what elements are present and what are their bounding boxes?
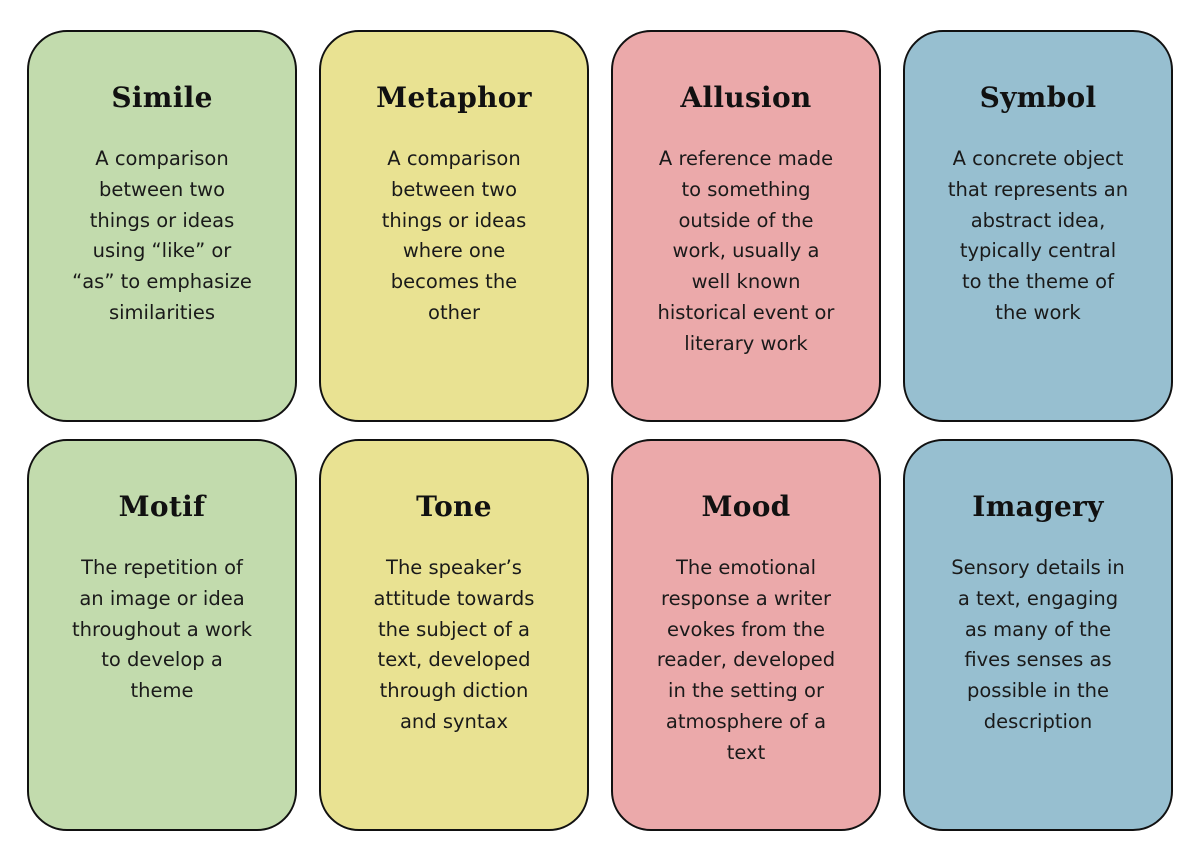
- description-line: The speaker’s: [386, 556, 522, 579]
- description-line: evokes from the: [667, 617, 825, 641]
- description-line: using “like” or: [92, 239, 232, 263]
- card-imagery: Imagery Sensory details in a text, engagi…: [903, 439, 1173, 831]
- card-title: Simile: [111, 81, 213, 114]
- description-line: the subject of a: [377, 617, 531, 641]
- description-line: outside of the: [678, 208, 814, 232]
- description-line: atmosphere of a: [665, 709, 827, 733]
- card-title: Motif: [118, 490, 206, 523]
- description-line: an image or idea: [79, 586, 245, 610]
- card-title: Symbol: [979, 81, 1097, 114]
- term-card-grid: Simile A comparison between two things or …: [27, 30, 1175, 832]
- description-line: theme: [130, 679, 194, 703]
- description-line: A reference made: [658, 147, 834, 170]
- description-line: between two: [390, 177, 518, 201]
- card-tone: Tone The speaker’s attitude towards the su…: [319, 439, 589, 831]
- description-line: The repetition of: [81, 556, 243, 579]
- description-line: a text, engaging: [957, 586, 1119, 610]
- card-description: A comparison between two things or ideas us…: [57, 144, 267, 329]
- description-line: and syntax: [399, 709, 509, 733]
- description-line: to the theme of: [962, 270, 1114, 294]
- description-line: possible in the: [966, 679, 1109, 703]
- description-line: A comparison: [95, 147, 229, 170]
- description-line: things or ideas: [381, 208, 527, 232]
- card-description: Sensory details in a text, engaging as man…: [933, 553, 1143, 738]
- card-description: The repetition of an image or idea through…: [57, 553, 267, 707]
- description-line: throughout a work: [71, 617, 253, 641]
- description-line: well known: [691, 270, 801, 294]
- description-line: similarities: [108, 300, 215, 324]
- card-title: Allusion: [680, 81, 812, 114]
- description-line: things or ideas: [89, 208, 235, 232]
- description-line: through diction: [379, 679, 529, 703]
- card-description: A comparison between two things or ideas wh…: [349, 144, 559, 329]
- description-line: abstract idea,: [970, 208, 1106, 232]
- card-title: Mood: [701, 490, 791, 523]
- description-line: between two: [98, 177, 226, 201]
- description-line: in the setting or: [668, 679, 824, 703]
- description-line: to develop a: [101, 648, 223, 672]
- description-line: description: [983, 709, 1093, 733]
- card-description: The speaker’s attitude towards the subject…: [349, 553, 559, 738]
- card-title: Imagery: [972, 490, 1104, 523]
- description-line: attitude towards: [373, 586, 535, 610]
- description-line: “as” to emphasize: [72, 270, 252, 294]
- card-allusion: Allusion A reference made to something out…: [611, 30, 881, 422]
- description-line: The emotional: [675, 556, 817, 579]
- card-description: A concrete object that represents an abstr…: [933, 144, 1143, 329]
- description-line: other: [428, 300, 480, 324]
- description-line: text: [726, 740, 766, 764]
- description-line: literary work: [684, 331, 808, 355]
- description-line: that represents an: [947, 177, 1129, 201]
- description-line: A comparison: [387, 147, 521, 170]
- description-line: to something: [681, 177, 811, 201]
- description-line: response a writer: [661, 586, 831, 610]
- card-description: A reference made to something outside of t…: [641, 144, 851, 360]
- card-symbol: Symbol A concrete object that represents …: [903, 30, 1173, 422]
- description-line: reader, developed: [656, 648, 836, 672]
- description-line: the work: [995, 300, 1081, 324]
- description-line: becomes the: [390, 270, 518, 294]
- card-simile: Simile A comparison between two things or …: [27, 30, 297, 422]
- description-line: A concrete object: [952, 147, 1124, 170]
- card-metaphor: Metaphor A comparison between two things o…: [319, 30, 589, 422]
- description-line: text, developed: [377, 648, 531, 672]
- description-line: where one: [402, 239, 506, 263]
- description-line: as many of the: [964, 617, 1112, 641]
- description-line: fives senses as: [964, 648, 1112, 672]
- description-line: Sensory details in: [951, 556, 1125, 579]
- description-line: work, usually a: [672, 239, 820, 263]
- card-motif: Motif The repetition of an image or idea t…: [27, 439, 297, 831]
- description-line: historical event or: [657, 300, 835, 324]
- description-line: typically central: [959, 239, 1117, 263]
- card-description: The emotional response a writer evokes fro…: [641, 553, 851, 769]
- card-mood: Mood The emotional response a writer evoke…: [611, 439, 881, 831]
- card-title: Metaphor: [376, 81, 532, 114]
- card-title: Tone: [416, 490, 492, 523]
